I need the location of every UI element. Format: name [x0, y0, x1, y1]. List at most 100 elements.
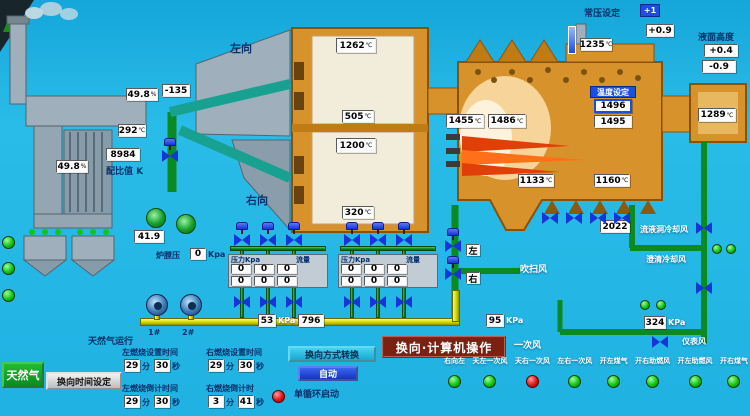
regen-bottom-upper-temp: 1200℃: [336, 138, 376, 153]
left-burn-set-min[interactable]: 29: [124, 359, 140, 372]
reverse-mode-button[interactable]: 换向方式转换: [288, 346, 376, 362]
furnace-bottom-valve[interactable]: [614, 212, 630, 224]
left-station-manifold: [230, 246, 326, 251]
left-select-tag[interactable]: 左: [466, 244, 480, 257]
purge-air-valve[interactable]: [445, 256, 461, 280]
instrument-air-pressure-324: 324: [644, 316, 666, 329]
left-burn-countdown-sec: 30: [154, 395, 170, 408]
auto-mode-button[interactable]: 自动: [298, 366, 358, 381]
furnace-bottom-valve[interactable]: [590, 212, 606, 224]
status-button-open-right-gas[interactable]: 开右煤气: [720, 356, 748, 400]
chimney: [6, 15, 30, 105]
right-burn-countdown-min: 3: [208, 395, 224, 408]
burner-control-valve[interactable]: [344, 222, 360, 246]
kpa-unit-label: KPa: [506, 316, 524, 325]
second-unit: 秒: [172, 398, 180, 407]
status-button-open-left-comb-air[interactable]: 开左助燃风: [678, 356, 713, 400]
air-line-lamp: [640, 300, 650, 310]
gas-booster-pump-icon[interactable]: [176, 214, 196, 234]
instrument-air-valve[interactable]: [652, 336, 668, 348]
kpa-unit-label: KPa: [278, 316, 296, 325]
left-station-pressure-header: 压力Kpa: [231, 256, 261, 264]
gas-booster-pump-icon[interactable]: [146, 208, 166, 228]
left-burn-countdown-label: 左燃烧倒计时间: [122, 384, 178, 393]
level-gauge: [568, 26, 576, 54]
right-burn-set-min[interactable]: 29: [208, 359, 224, 372]
burner-control-valve[interactable]: [260, 222, 276, 246]
o2-percent-lower-value: 49.8%: [56, 160, 88, 173]
chamber-pressure-value: 0: [190, 248, 206, 260]
reverse-computer-title[interactable]: 换向·计算机操作: [382, 336, 506, 358]
right-station-manifold: [340, 246, 436, 251]
left-edge-lamp: [2, 262, 15, 275]
left-station-value: 0: [254, 276, 274, 286]
cooling-air-valve[interactable]: [696, 282, 712, 294]
left-burn-set-sec[interactable]: 30: [154, 359, 170, 372]
right-station-value: 0: [341, 264, 361, 274]
status-button-open-left-gas[interactable]: 开左煤气: [600, 356, 628, 400]
level-low-value: -0.9: [702, 60, 736, 73]
burner-control-valve[interactable]: [396, 222, 412, 246]
level-high-value: +0.4: [704, 44, 738, 57]
furnace-temp-lower-left: 1133℃: [518, 174, 554, 187]
left-edge-lamp: [2, 236, 15, 249]
burner-control-valve[interactable]: [286, 222, 302, 246]
temp-setpoint-value[interactable]: 1496: [594, 99, 632, 113]
combustion-fan-1-icon[interactable]: [146, 294, 168, 316]
furnace-bottom-valve[interactable]: [542, 212, 558, 224]
burner-shutoff-valve[interactable]: [370, 296, 386, 308]
furnace-temp-left: 1455℃: [446, 114, 484, 128]
burner-shutoff-valve[interactable]: [260, 296, 276, 308]
right-direction-label: 右向: [246, 194, 268, 207]
status-lamp: [727, 375, 741, 388]
status-button-reverse-rl[interactable]: 右向左: [444, 356, 465, 400]
burner-control-valve[interactable]: [234, 222, 250, 246]
pressure-set-value[interactable]: +1: [640, 4, 660, 17]
flue-gas-valve[interactable]: [162, 138, 178, 162]
cooling-air-valve[interactable]: [696, 222, 712, 234]
air-line-lamp: [656, 300, 666, 310]
purge-air-valve[interactable]: [445, 228, 461, 252]
right-burn-set-sec[interactable]: 30: [238, 359, 254, 372]
left-edge-lamp: [2, 289, 15, 302]
status-button-sky-right-primary[interactable]: 天右一次风: [515, 356, 550, 400]
left-burn-set-label: 左燃烧设置时间: [122, 348, 178, 357]
burner-control-valve[interactable]: [370, 222, 386, 246]
burner-shutoff-valve[interactable]: [396, 296, 412, 308]
pressure-value: +0.9: [646, 24, 674, 37]
chamber-pressure-label: 炉膛压: [156, 251, 180, 260]
burner-shutoff-valve[interactable]: [234, 296, 250, 308]
pressure-set-label: 常压设定: [584, 9, 621, 19]
fan2-label: 2#: [182, 328, 195, 337]
right-station-value: 0: [387, 264, 407, 274]
clarifier-cooling-label: 澄清冷却风: [646, 255, 686, 264]
status-button-sky-left-primary[interactable]: 天左一次风: [472, 356, 507, 400]
gas-riser-pipe: [452, 290, 460, 322]
status-button-row: 右向左 天左一次风 天右一次风 左右一次风 开左煤气 开右助燃风 开左助燃风: [444, 356, 748, 400]
purge-air-label: 吹扫风: [520, 265, 548, 275]
status-lamp: [568, 375, 582, 388]
left-station-value: 0: [254, 264, 274, 274]
liquid-cooling-label: 流液洞冷却风: [640, 225, 688, 234]
reverse-time-setting-button[interactable]: 换向时间设定: [46, 372, 122, 390]
burner-shutoff-valve[interactable]: [344, 296, 360, 308]
status-button-lr-primary[interactable]: 左右一次风: [557, 356, 592, 400]
left-station-value: 0: [277, 264, 297, 274]
left-station-value: 0: [231, 276, 251, 286]
furnace-bottom-valve[interactable]: [566, 212, 582, 224]
status-lamp: [483, 375, 497, 388]
chamber-pressure-unit: Kpa: [208, 250, 226, 259]
minute-unit: 分: [226, 362, 234, 371]
single-cycle-label[interactable]: 单循环启动: [294, 390, 340, 400]
burner-shutoff-valve[interactable]: [286, 296, 302, 308]
status-button-open-right-comb-air[interactable]: 开右助燃风: [635, 356, 670, 400]
right-station-value: 0: [364, 276, 384, 286]
left-direction-label: 左向: [230, 42, 252, 55]
second-unit: 秒: [256, 362, 264, 371]
combustion-fan-2-icon[interactable]: [180, 294, 202, 316]
regen-top-upper-temp: 1262℃: [336, 38, 376, 53]
natural-gas-button[interactable]: 天然气: [2, 362, 44, 388]
right-select-tag[interactable]: 右: [466, 272, 480, 285]
